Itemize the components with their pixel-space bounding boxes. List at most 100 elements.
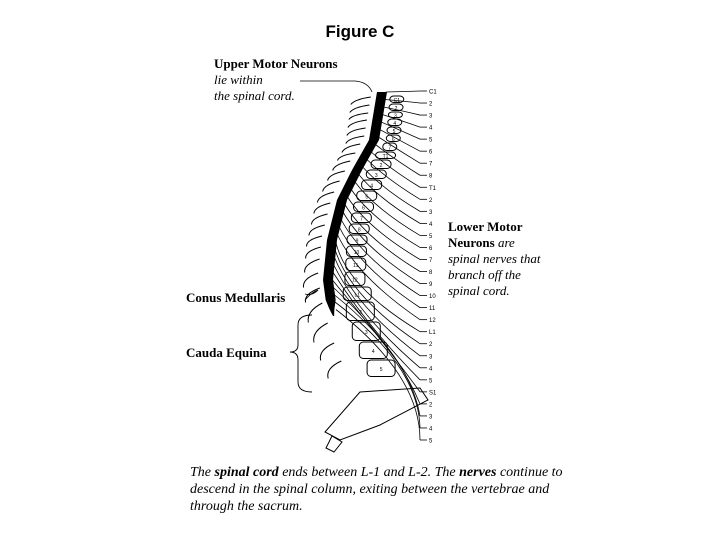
spinous-process bbox=[304, 258, 320, 273]
vertebra-label: C1 bbox=[394, 98, 401, 104]
nerve-label: 4 bbox=[429, 126, 433, 132]
spinous-process bbox=[345, 135, 365, 144]
lower-label-italic2: spinal nerves that bbox=[448, 251, 541, 266]
spinal-nerve bbox=[384, 99, 421, 104]
vertebra-body bbox=[345, 257, 367, 271]
spinal-nerve bbox=[358, 174, 421, 224]
spinal-nerve bbox=[362, 166, 421, 212]
nerve-label: 2 bbox=[429, 342, 433, 348]
vertebra-label: 5 bbox=[393, 129, 396, 135]
lower-label-bold1: Lower Motor bbox=[448, 219, 523, 234]
nerve-label: 6 bbox=[429, 150, 433, 156]
spinal-nerve bbox=[344, 204, 421, 272]
spinal-nerve bbox=[342, 211, 421, 284]
nerve-label: 5 bbox=[429, 439, 433, 445]
vertebra-label: 4 bbox=[372, 349, 375, 355]
upper-motor-neurons-label: Upper Motor Neurons lie within the spina… bbox=[214, 56, 344, 104]
nerve-label: 3 bbox=[429, 354, 433, 360]
nerve-label: 3 bbox=[429, 414, 433, 420]
spinous-process bbox=[327, 360, 342, 379]
spinal-nerve bbox=[385, 90, 421, 93]
spinous-process bbox=[336, 152, 356, 161]
nerve-label: 7 bbox=[429, 258, 433, 264]
spinous-process bbox=[305, 246, 322, 259]
nerve-label: 4 bbox=[429, 366, 433, 372]
vertebra-label: 5 bbox=[365, 194, 368, 200]
spinous-process bbox=[350, 96, 371, 105]
spinous-process bbox=[313, 322, 328, 343]
vertebra-label: L1 bbox=[354, 292, 360, 298]
vertebra-label: T1 bbox=[383, 154, 389, 160]
spinous-process bbox=[308, 224, 325, 236]
spinal-nerve bbox=[379, 129, 421, 152]
vertebra-label: 7 bbox=[360, 216, 363, 222]
spinal-nerve bbox=[335, 309, 421, 441]
nerve-label: 8 bbox=[429, 270, 433, 276]
spinous-process bbox=[332, 160, 351, 171]
nerve-label: 11 bbox=[429, 306, 436, 312]
annotations-group bbox=[289, 80, 373, 393]
nerve-label: 5 bbox=[429, 234, 433, 240]
spinous-process bbox=[306, 235, 323, 247]
upper-pointer-line bbox=[300, 80, 373, 93]
spinal-nerve bbox=[337, 234, 421, 320]
spinous-process bbox=[313, 202, 331, 214]
vertebrae-group bbox=[302, 95, 429, 453]
nerves-group bbox=[331, 90, 427, 441]
nerve-label: 4 bbox=[429, 426, 433, 432]
lower-motor-neurons-label: Lower Motor Neurons are spinal nerves th… bbox=[448, 219, 578, 299]
upper-label-bold: Upper Motor Neurons bbox=[214, 56, 338, 71]
spinal-nerve bbox=[338, 226, 421, 308]
vertebra-body bbox=[385, 134, 401, 142]
spinous-process bbox=[316, 191, 335, 203]
vertebra-label: 11 bbox=[353, 263, 358, 269]
vertebra-label: 6 bbox=[362, 205, 365, 211]
vertebra-body bbox=[386, 126, 402, 134]
vertebra-label: 3 bbox=[394, 113, 397, 119]
lower-label-italic1: are bbox=[497, 235, 515, 250]
spinal-nerve bbox=[333, 294, 421, 416]
nerve-label: 12 bbox=[429, 318, 436, 324]
spinal-nerve bbox=[350, 189, 421, 248]
spinal-nerve bbox=[334, 301, 421, 428]
spinous-process bbox=[341, 143, 361, 153]
spinous-process bbox=[349, 104, 370, 113]
vertebra-label: 3 bbox=[375, 173, 378, 179]
vertebra-label: 4 bbox=[370, 183, 373, 189]
vertebra-label: 2 bbox=[395, 106, 398, 112]
coccyx bbox=[325, 435, 343, 453]
nerve-label: T1 bbox=[429, 186, 437, 192]
lower-label-italic4: spinal cord. bbox=[448, 283, 510, 298]
spinal-nerve bbox=[370, 151, 421, 188]
nerve-label: 6 bbox=[429, 246, 433, 252]
sacrum bbox=[324, 387, 429, 441]
spinous-process bbox=[348, 112, 369, 120]
spinal-cord bbox=[323, 92, 387, 316]
spinous-process bbox=[302, 272, 319, 288]
lower-label-italic3: branch off the bbox=[448, 267, 521, 282]
spinal-nerve bbox=[378, 136, 421, 164]
vertebra-label: 9 bbox=[356, 238, 359, 244]
vertebra-body bbox=[387, 118, 403, 126]
nerve-label: 2 bbox=[429, 198, 433, 204]
nerve-label: L1 bbox=[429, 330, 436, 336]
spinous-process bbox=[347, 119, 368, 128]
nerve-label: 8 bbox=[429, 174, 433, 180]
vertebra-label: 12 bbox=[352, 277, 358, 283]
vertebra-label: 6 bbox=[392, 137, 395, 143]
vertebra-label: 2 bbox=[359, 310, 362, 316]
spinal-nerve bbox=[380, 121, 421, 140]
vertebra-label: 10 bbox=[354, 250, 360, 256]
vertebra-label: 8 bbox=[358, 227, 361, 233]
spinal-nerve bbox=[347, 196, 421, 260]
spinous-process bbox=[310, 213, 328, 225]
vertebra-label: 3 bbox=[365, 330, 368, 336]
cauda-equina-label: Cauda Equina bbox=[186, 345, 267, 360]
vertebra-label: 5 bbox=[380, 367, 383, 373]
vertebra-body bbox=[387, 111, 403, 118]
spinous-process bbox=[346, 127, 366, 136]
vertebra-body bbox=[366, 359, 396, 377]
